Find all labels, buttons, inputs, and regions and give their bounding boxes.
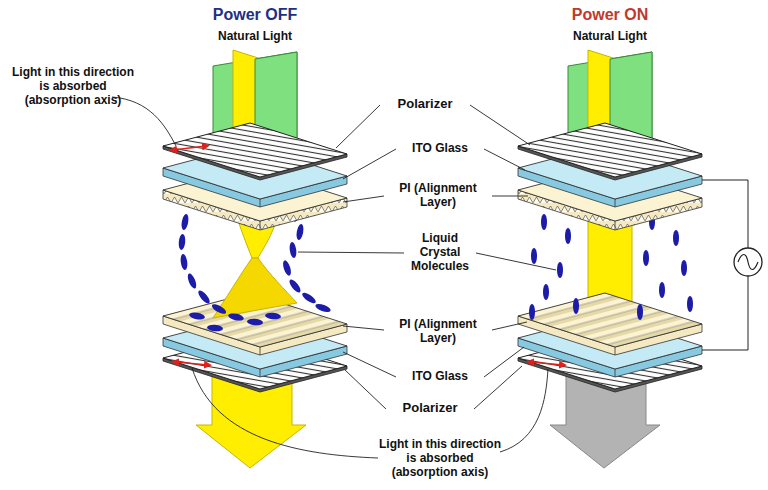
callout-note: Light in this direction is absorbed (abs… [8,66,138,107]
lc-molecule [543,284,549,300]
leader-line [345,370,386,409]
callout-note: Light in this direction is absorbed (abs… [375,438,505,479]
leader-line [343,196,384,202]
leader-line [476,253,556,270]
lc-molecule [529,304,535,320]
lc-molecule [180,254,189,271]
leader-line [112,97,176,146]
leader-line [470,105,530,145]
lc-molecule [565,228,571,244]
ac-source-symbol [734,248,762,276]
lc-molecule [180,214,189,231]
lc-molecule [189,311,206,320]
lc-molecule [210,302,227,316]
panel-title: Power ON [540,6,680,24]
part-label: Polarizer [370,97,480,112]
lc-molecule [178,234,186,250]
panel-title: Power OFF [185,6,325,24]
lc-molecule [531,248,537,264]
part-label: ITO Glass [385,142,495,156]
lc-molecule [247,318,263,326]
wire [702,180,748,248]
absorption-axis-arrow [175,362,208,365]
leader-line [474,366,522,409]
lc-molecule [314,302,331,313]
polarizer [163,123,347,180]
lc-molecule [186,272,198,289]
polarizer [518,123,702,180]
light-label: Natural Light [185,30,325,44]
leader-line [492,322,527,330]
part-label: ITO Glass [385,370,495,384]
alignment-layer [518,293,702,355]
leader-line [343,352,396,377]
twisted-light-beam [213,258,297,318]
wire [702,276,748,350]
absorption-axis-arrow [173,146,206,150]
leader-line [343,326,384,330]
light-label: Natural Light [540,30,680,44]
lc-molecule [289,242,298,259]
lc-molecule [228,312,245,322]
lc-molecule [637,304,643,320]
part-label: Liquid Crystal Molecules [405,232,475,273]
lc-molecule [687,296,693,312]
lc-molecule [557,262,563,278]
part-label: PI (Alignment Layer) [384,182,492,210]
lc-molecule [288,278,303,295]
lc-molecule [265,312,281,320]
lc-molecule [295,224,304,241]
leader-line [500,369,548,452]
leader-line [192,368,378,458]
lc-molecule [207,324,223,332]
lc-molecule [196,289,211,305]
leader-line [336,105,380,148]
absorption-axis-arrow [530,362,563,365]
lc-molecule [681,260,687,276]
part-label: PI (Alignment Layer) [384,318,492,346]
leader-line [492,196,528,197]
lc-molecule [573,298,579,314]
leader-line [343,149,396,179]
leader-line [298,252,404,253]
lc-molecule [301,291,318,305]
lc-molecule [673,230,679,246]
leader-line [484,149,525,170]
part-label: Polarizer [375,401,485,416]
lc-molecule [541,214,547,230]
lc-molecule [281,259,292,276]
lc-molecule [659,282,665,298]
lc-molecule [643,250,649,266]
sine-wave [738,255,758,270]
leader-line [484,347,524,377]
